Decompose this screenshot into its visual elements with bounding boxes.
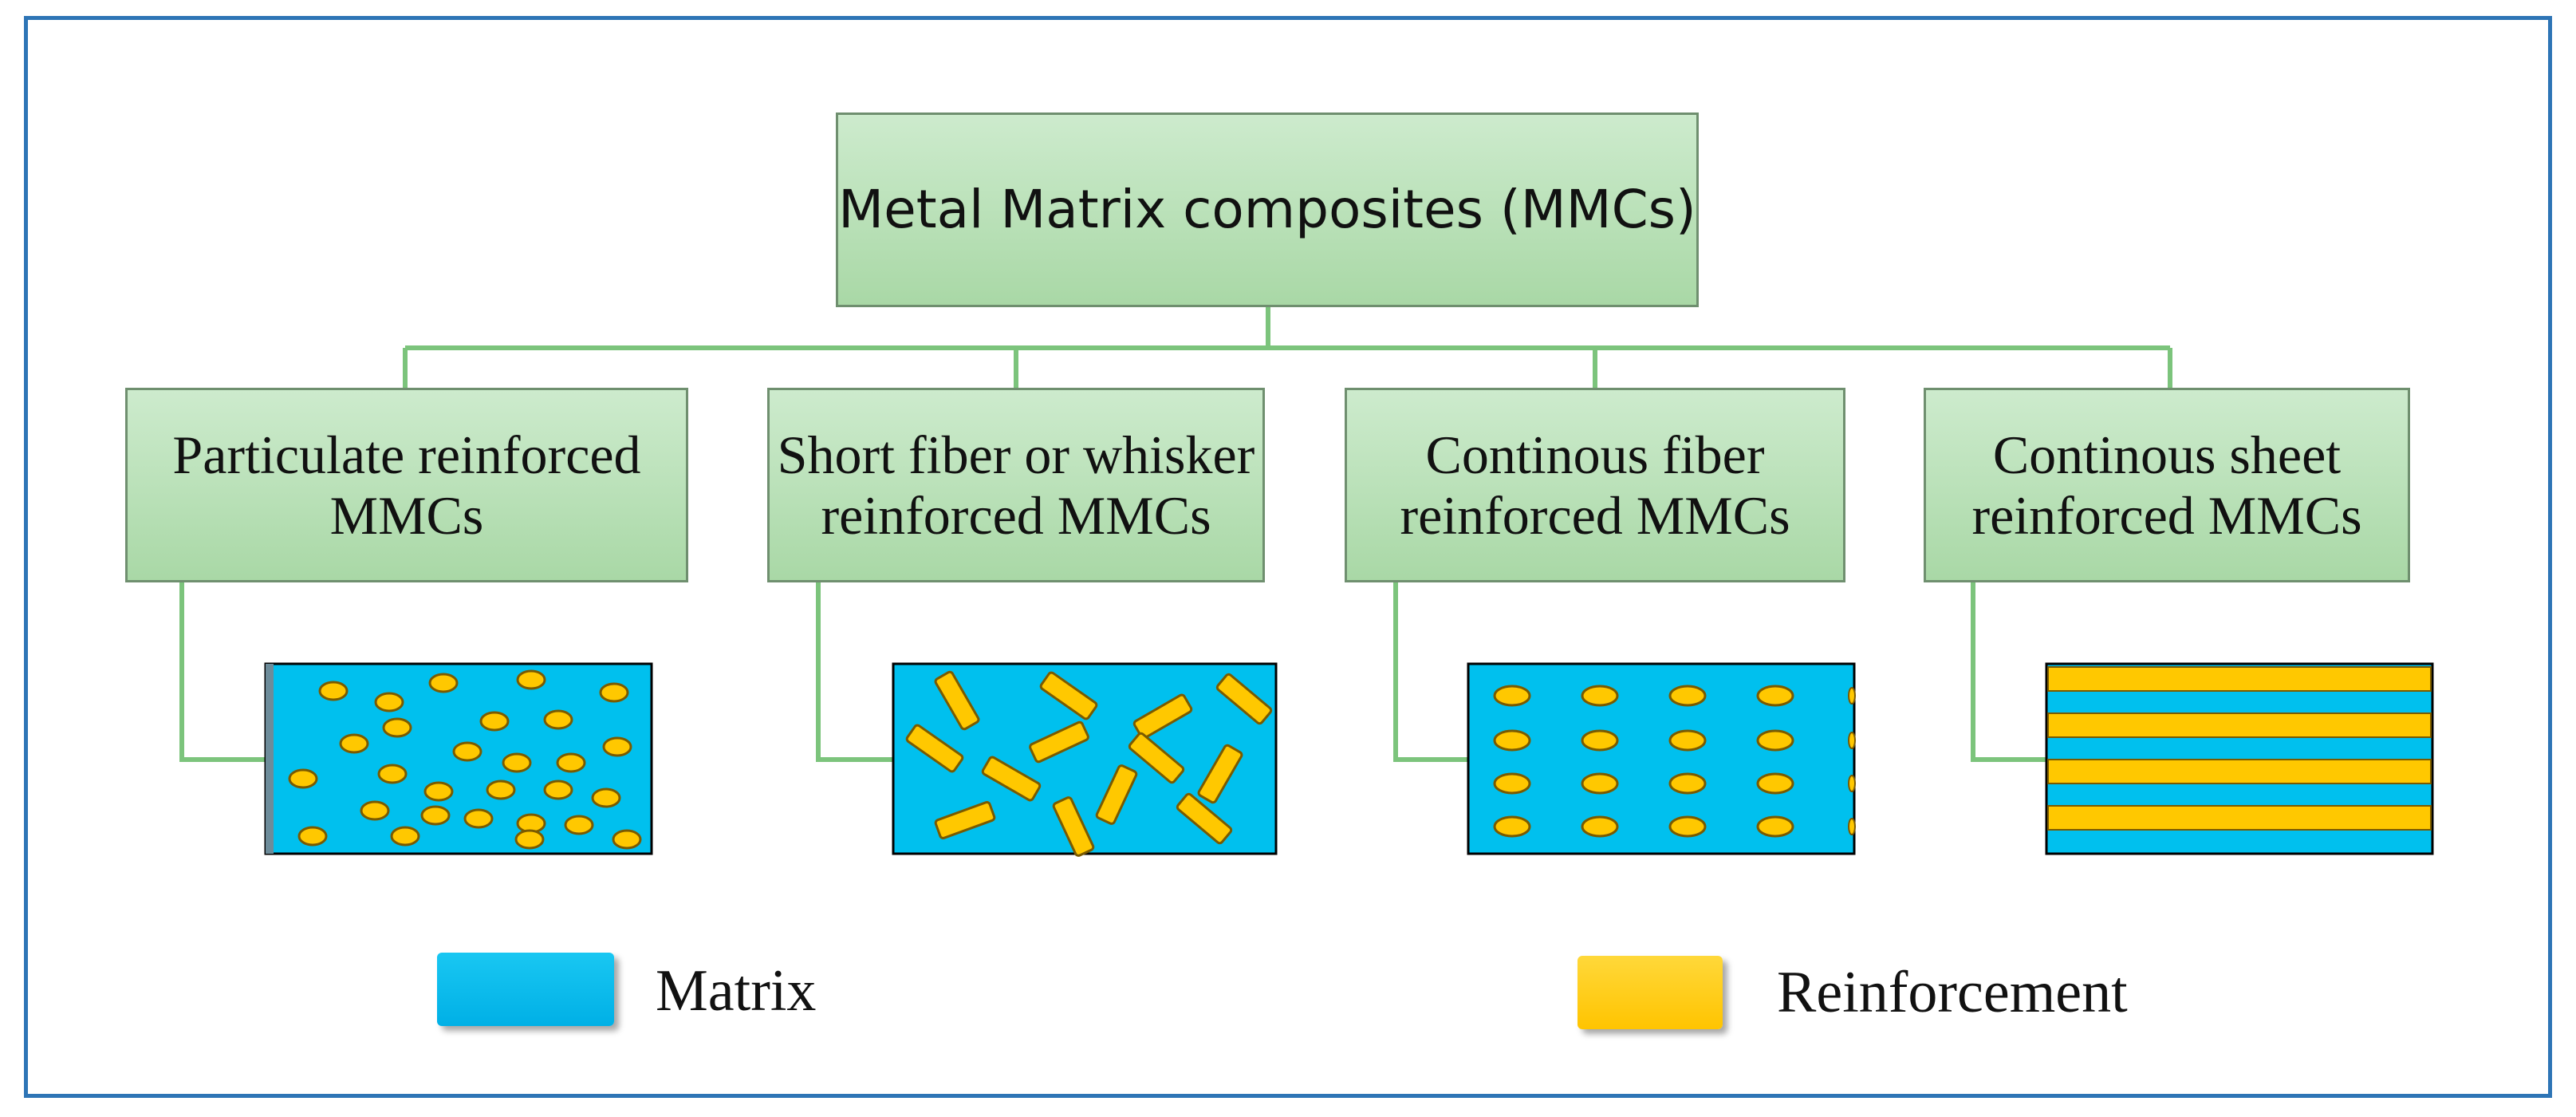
reinforcement-sheet (2047, 666, 2432, 692)
reinforcement-particle (564, 815, 594, 835)
reinforcement-whisker (1095, 764, 1138, 825)
reinforcement-particle (543, 709, 573, 730)
reinforcement-fiber (1668, 729, 1707, 752)
reinforcement-fiber (1581, 772, 1619, 795)
reinforcement-particle (514, 829, 545, 850)
reinforcement-fiber (1581, 815, 1619, 838)
reinforcement-particle (423, 781, 454, 802)
reinforcement-fiber (1668, 685, 1707, 707)
elbow-line-3 (1971, 582, 2046, 762)
reinforcement-sheet (2047, 759, 2432, 784)
reinforcement-whisker (1197, 744, 1243, 804)
legend-matrix-swatch (437, 953, 614, 1026)
reinforcement-fiber (1581, 729, 1619, 752)
reinforcement-particle (602, 736, 632, 757)
continuous-fiber-pattern (1467, 662, 1856, 855)
reinforcement-fiber (1756, 772, 1794, 795)
reinforcement-sheet (2047, 712, 2432, 738)
reinforcement-whisker (1128, 732, 1185, 784)
elbow-line-2 (1393, 582, 1468, 762)
reinforcement-fiber (1668, 815, 1707, 838)
reinforcement-whisker (1132, 693, 1193, 740)
reinforcement-whisker (934, 670, 980, 731)
reinforcement-particle (339, 733, 369, 754)
reinforcement-fiber (1493, 685, 1531, 707)
reinforcement-whisker (905, 724, 964, 773)
elbow-line-0 (179, 582, 266, 762)
reinforcement-fiber-partial (1848, 732, 1856, 749)
sheet-pattern (2045, 662, 2434, 855)
reinforcement-particle (297, 826, 328, 847)
reinforcement-particle (428, 673, 459, 693)
reinforcement-sheet (2047, 805, 2432, 831)
reinforcement-particle (502, 752, 532, 773)
node-particulate-reinforced: Particulate reinforced MMCs (125, 388, 688, 582)
reinforcement-fiber (1756, 685, 1794, 707)
reinforcement-particle (377, 764, 408, 784)
reinforcement-whisker (1052, 796, 1095, 857)
connectors (179, 307, 2172, 762)
matrix-edge-shadow (266, 664, 274, 854)
reinforcement-particle (390, 826, 420, 847)
node-continuous-fiber-reinforced: Continous fiber reinforced MMCs (1345, 388, 1845, 582)
reinforcement-whisker (1039, 671, 1098, 720)
reinforcement-particle (486, 780, 516, 800)
root-node-label: Metal Matrix composites (MMCs) (838, 179, 1696, 241)
node-label: Particulate reinforced MMCs (172, 424, 641, 546)
legend-reinforcement-swatch (1578, 956, 1723, 1029)
reinforcement-particle (556, 752, 586, 773)
reinforcement-whisker (1215, 673, 1273, 725)
reinforcement-particle (382, 717, 412, 738)
short-fiber-pattern (892, 662, 1278, 857)
reinforcement-fiber (1493, 815, 1531, 838)
reinforcement-particle (599, 682, 629, 703)
reinforcement-particle (591, 787, 621, 808)
node-short-fiber-reinforced: Short fiber or whisker reinforced MMCs (767, 388, 1265, 582)
node-label: Continous fiber reinforced MMCs (1400, 424, 1790, 546)
legend-reinforcement-label: Reinforcement (1777, 960, 2128, 1025)
elbow-line-1 (816, 582, 893, 762)
legend-matrix-label: Matrix (656, 958, 817, 1024)
root-node-mmcs: Metal Matrix composites (MMCs) (836, 112, 1699, 307)
reinforcement-particle (516, 669, 546, 690)
reinforcement-fiber (1581, 685, 1619, 707)
reinforcement-fiber (1493, 729, 1531, 752)
reinforcement-particle (463, 808, 494, 829)
particulate-pattern (264, 662, 653, 855)
reinforcement-whisker (934, 801, 996, 839)
reinforcement-fiber (1756, 729, 1794, 752)
reinforcement-fiber-partial (1848, 818, 1856, 835)
reinforcement-particle (360, 800, 390, 821)
reinforcement-fiber-partial (1848, 775, 1856, 792)
reinforcement-whisker (981, 756, 1042, 802)
reinforcement-particle (452, 741, 483, 762)
reinforcement-particle (420, 805, 451, 826)
reinforcement-particle (479, 711, 510, 732)
reinforcement-fiber (1756, 815, 1794, 838)
reinforcement-fiber (1493, 772, 1531, 795)
reinforcement-whisker (1029, 720, 1089, 764)
reinforcement-particle (374, 692, 404, 712)
reinforcement-particle (612, 829, 642, 850)
node-label: Short fiber or whisker reinforced MMCs (777, 424, 1255, 546)
reinforcement-fiber (1668, 772, 1707, 795)
reinforcement-particle (318, 681, 349, 701)
reinforcement-whisker (1176, 792, 1233, 845)
reinforcement-particle (288, 768, 318, 789)
node-continuous-sheet-reinforced: Continous sheet reinforced MMCs (1924, 388, 2410, 582)
reinforcement-fiber-partial (1848, 687, 1856, 705)
node-label: Continous sheet reinforced MMCs (1971, 424, 2362, 546)
reinforcement-particle (543, 780, 573, 800)
